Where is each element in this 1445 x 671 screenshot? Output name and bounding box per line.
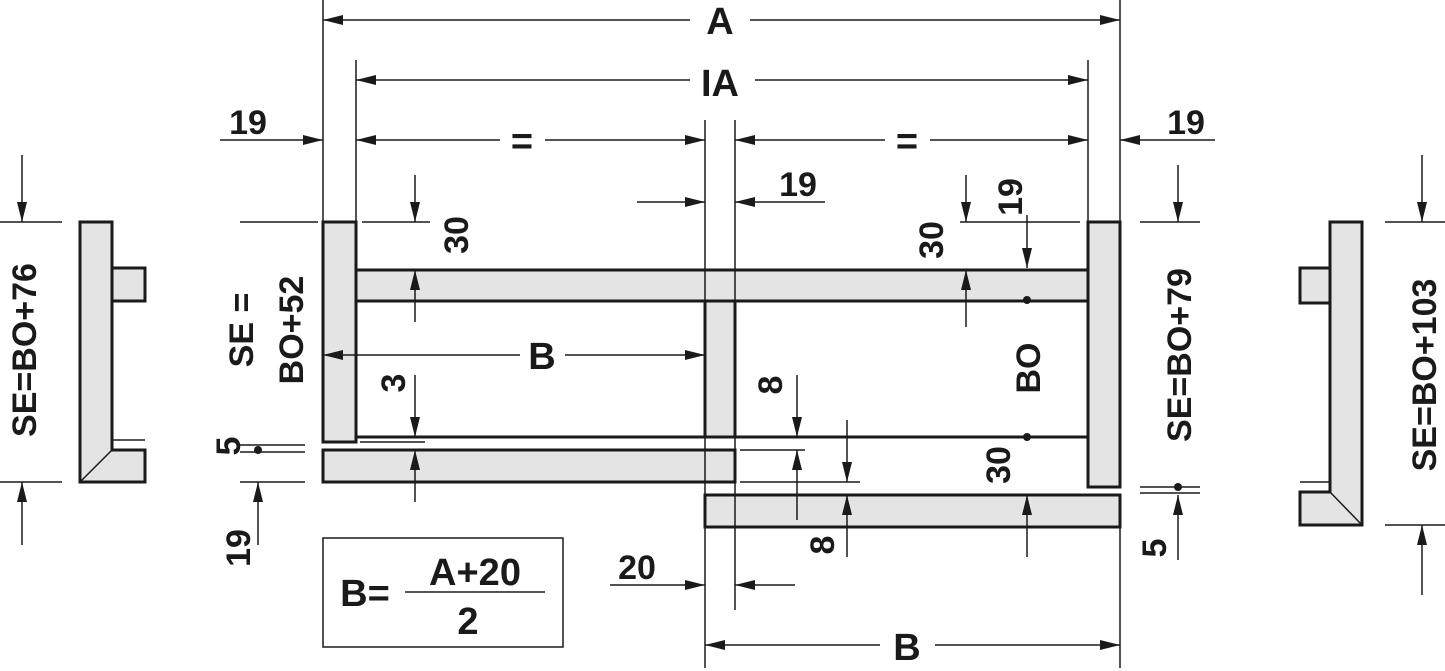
label-equal-right: = — [896, 121, 918, 163]
parts — [78, 220, 1364, 529]
label-b-bottom: B — [893, 627, 920, 669]
formula-box: B= A+20 2 — [322, 537, 564, 648]
left-profile-rail — [110, 266, 147, 303]
label-ia: IA — [701, 63, 739, 105]
label-bo: BO — [1010, 343, 1048, 394]
label-20: 20 — [618, 549, 656, 587]
left-side-panel — [321, 220, 358, 444]
label-19-bottom-left: 19 — [220, 529, 258, 567]
label-19-left: 19 — [229, 104, 267, 142]
label-30-lower: 30 — [980, 446, 1018, 484]
label-19-right: 19 — [1167, 104, 1205, 142]
label-3: 3 — [375, 374, 413, 393]
label-equal-left: = — [511, 121, 533, 163]
right-profile-rail — [1298, 266, 1332, 305]
label-5-right: 5 — [1136, 539, 1174, 558]
right-side-panel — [1086, 220, 1122, 489]
label-se-bo76: SE=BO+76 — [6, 263, 44, 437]
reference-dot — [1023, 296, 1031, 304]
left-side-profile — [78, 220, 147, 484]
formula-numerator: A+20 — [429, 552, 521, 594]
reference-dot — [1023, 433, 1031, 441]
upper-rail — [354, 268, 1090, 303]
label-8-lower: 8 — [804, 536, 842, 555]
formula-lhs: B= — [340, 573, 390, 615]
label-se-bo52-line2: BO+52 — [273, 276, 311, 385]
middle-divider — [703, 299, 737, 439]
label-8-upper: 8 — [752, 376, 790, 395]
label-b-inner: B — [528, 336, 555, 378]
formula-denominator: 2 — [457, 601, 478, 643]
label-5-left: 5 — [210, 437, 248, 456]
label-30-right: 30 — [913, 221, 951, 259]
reference-dot — [254, 446, 262, 454]
label-se-bo79: SE=BO+79 — [1161, 268, 1199, 442]
label-a: A — [706, 1, 733, 43]
label-se-bo52-line1: SE = — [223, 293, 261, 368]
lower-left-rail — [321, 448, 737, 484]
label-se-bo103: SE=BO+103 — [1406, 279, 1444, 472]
label-30-left: 30 — [438, 216, 476, 254]
labels: A IA = = 19 19 19 19 30 30 BO SE = BO+52… — [6, 1, 1444, 669]
lower-right-rail — [703, 493, 1122, 529]
label-19-top-right: 19 — [992, 178, 1030, 216]
label-19-middle: 19 — [779, 166, 817, 204]
